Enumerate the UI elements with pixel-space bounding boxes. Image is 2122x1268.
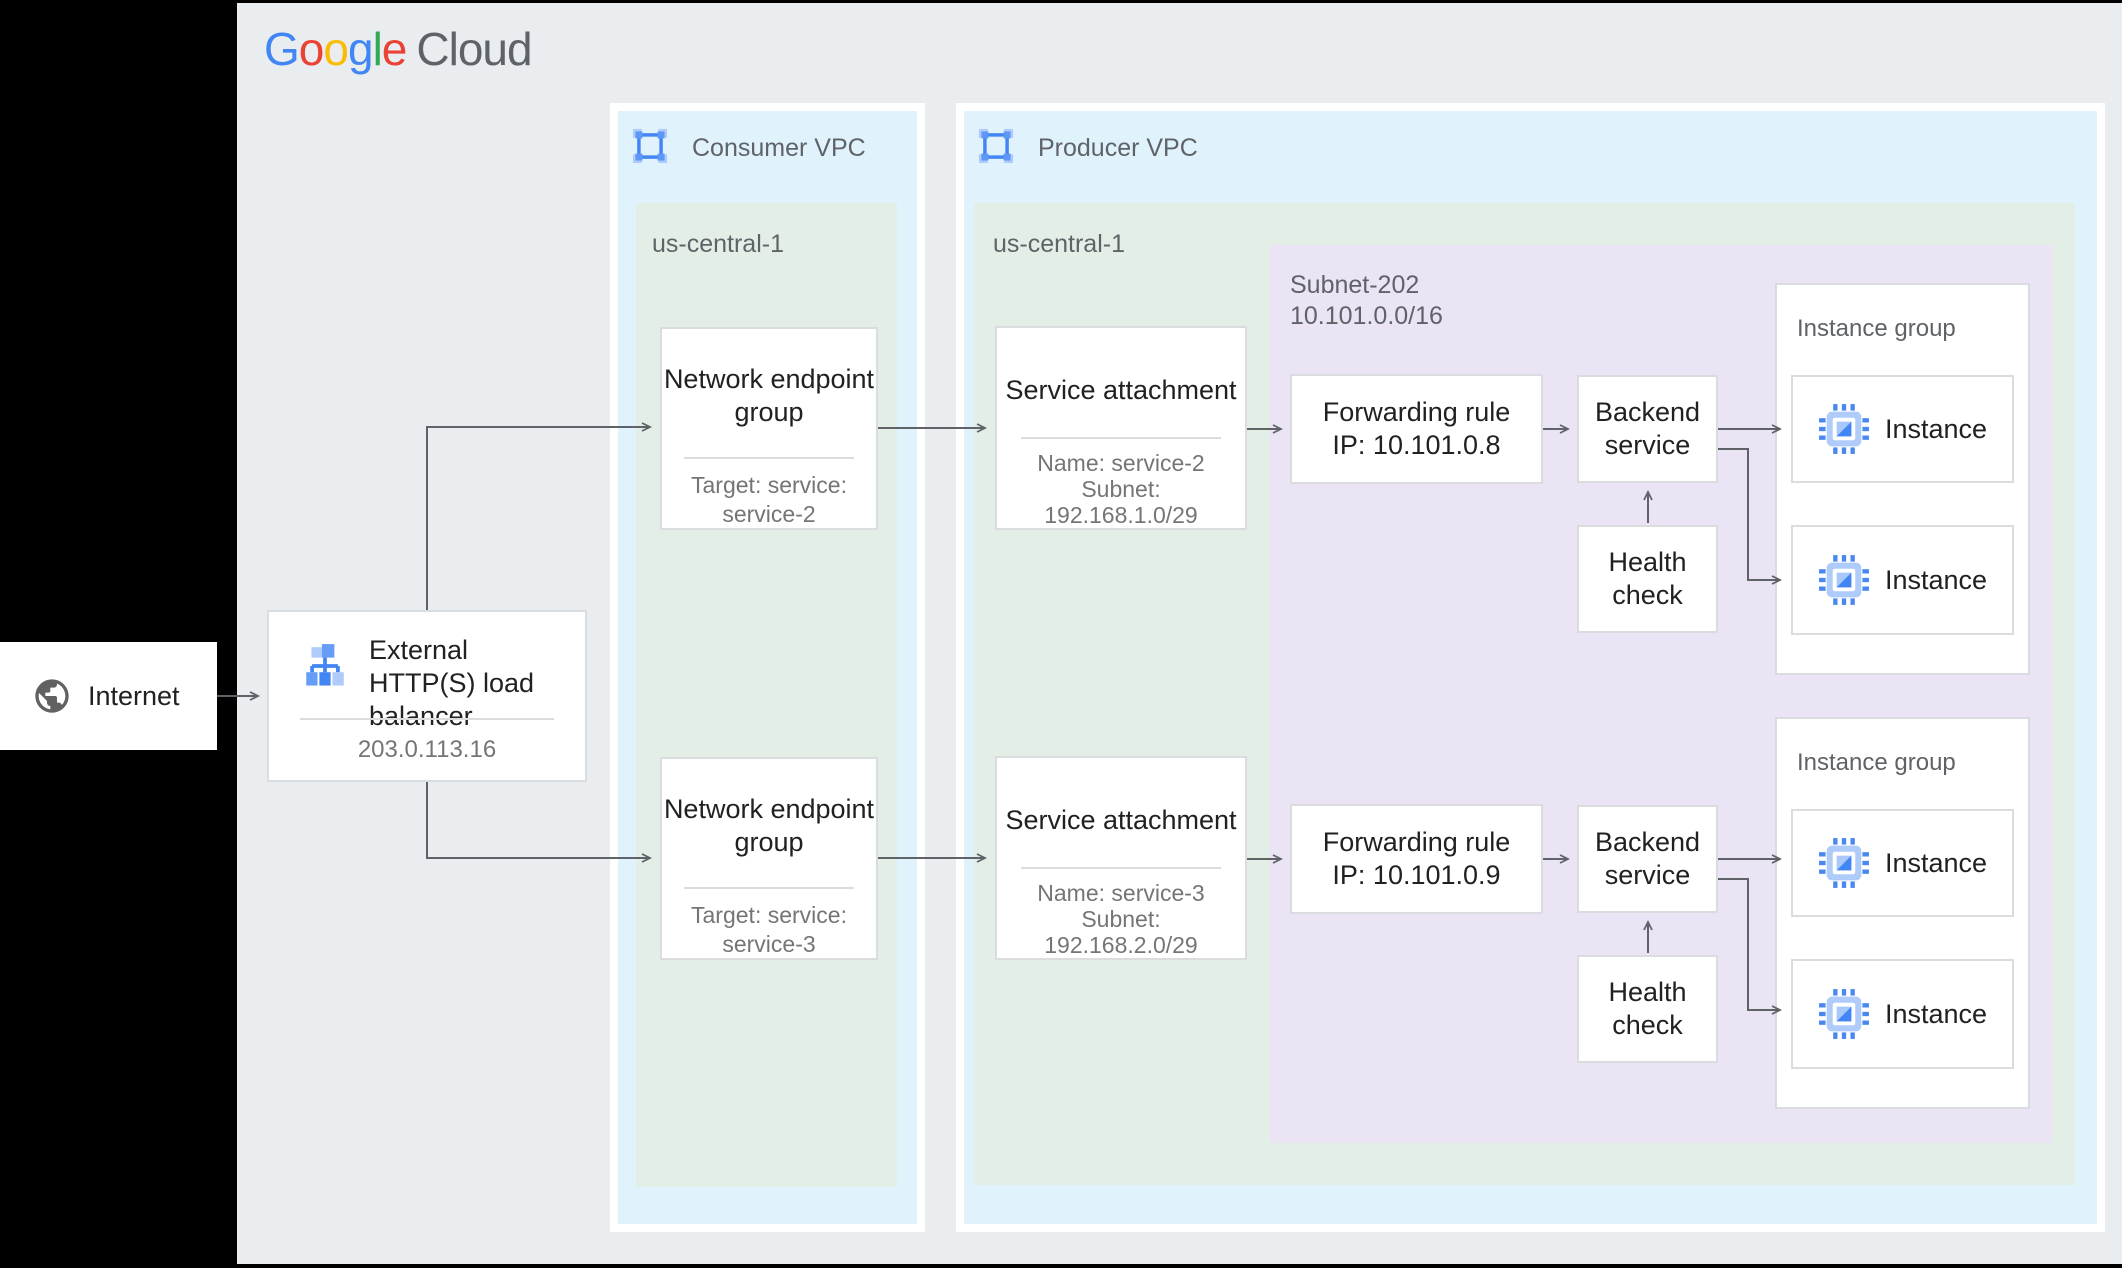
- subnet-name: Subnet-202: [1290, 271, 1420, 299]
- divider: [300, 718, 554, 720]
- sa-subnet-word: Subnet:: [1081, 906, 1161, 932]
- instance-group-2: Instance group Instance: [1775, 717, 2030, 1109]
- backend-service-node-2: Backend service: [1577, 805, 1718, 913]
- health-check-node-2: Health check: [1577, 955, 1718, 1063]
- divider: [684, 457, 854, 459]
- forwarding-rule-title: Forwarding rule: [1322, 827, 1511, 857]
- neg-title: Network endpoint group: [663, 794, 875, 857]
- forwarding-rule-ip: IP: 10.101.0.8: [1332, 430, 1501, 460]
- instance-group-label: Instance group: [1797, 315, 1956, 342]
- service-attachment-details: Name: service-3 Subnet: 192.168.2.0/29: [997, 880, 1245, 958]
- neg-target: Target: service: service-3: [691, 902, 847, 957]
- consumer-vpc-label: Consumer VPC: [692, 134, 866, 162]
- consumer-region-label: us-central-1: [652, 230, 784, 258]
- internet-node: Internet: [0, 642, 217, 750]
- instance-label: Instance: [1884, 998, 1988, 1029]
- instance-node: Instance: [1791, 959, 2014, 1069]
- internet-label: Internet: [88, 680, 180, 711]
- compute-instance-icon: [1819, 404, 1869, 454]
- producer-region-label: us-central-1: [993, 230, 1125, 258]
- backend-service-node-1: Backend service: [1577, 375, 1718, 483]
- forwarding-rule-title: Forwarding rule: [1322, 397, 1511, 427]
- instance-group-label: Instance group: [1797, 749, 1956, 776]
- forwarding-rule-node-1: Forwarding rule IP: 10.101.0.8: [1290, 374, 1543, 484]
- sa-subnet-cidr: 192.168.2.0/29: [1044, 932, 1198, 958]
- backend-service-title: Backend service: [1594, 397, 1701, 460]
- vpc-icon: [978, 128, 1014, 164]
- health-check-title: Health check: [1608, 547, 1687, 610]
- service-attachment-node-2: Service attachment Name: service-3 Subne…: [995, 756, 1247, 960]
- subnet-cidr: 10.101.0.0/16: [1290, 302, 1443, 330]
- service-attachment-details: Name: service-2 Subnet: 192.168.1.0/29: [997, 450, 1245, 528]
- producer-vpc-label: Producer VPC: [1038, 134, 1198, 162]
- instance-label: Instance: [1884, 847, 1988, 878]
- service-attachment-node-1: Service attachment Name: service-2 Subne…: [995, 326, 1247, 530]
- service-attachment-title: Service attachment: [1005, 375, 1237, 405]
- divider: [684, 887, 854, 889]
- instance-label: Instance: [1884, 564, 1988, 595]
- vpc-icon: [632, 128, 668, 164]
- load-balancer-icon: [306, 644, 344, 686]
- logo-letter: G: [264, 23, 300, 75]
- health-check-title: Health check: [1608, 977, 1687, 1040]
- globe-icon: [35, 679, 69, 713]
- sa-subnet-cidr: 192.168.1.0/29: [1044, 502, 1198, 528]
- health-check-node-1: Health check: [1577, 525, 1718, 633]
- external-load-balancer-node: External HTTP(S) load balancer 203.0.113…: [267, 610, 587, 782]
- sa-subnet-word: Subnet:: [1081, 476, 1161, 502]
- subnet-label: Subnet-202 10.101.0.0/16: [1290, 270, 1443, 332]
- logo-letter: o: [323, 23, 349, 75]
- logo-letter: l: [372, 23, 383, 75]
- logo-letter: e: [381, 23, 408, 75]
- divider: [1021, 867, 1221, 869]
- instance-node: Instance: [1791, 375, 2014, 483]
- compute-instance-icon: [1819, 838, 1869, 888]
- instance-label: Instance: [1884, 413, 1988, 444]
- compute-instance-icon: [1819, 555, 1869, 605]
- instance-group-1: Instance group Instance: [1775, 283, 2030, 675]
- divider: [1021, 437, 1221, 439]
- compute-instance-icon: [1819, 989, 1869, 1039]
- load-balancer-title: External HTTP(S) load balancer: [369, 635, 535, 731]
- sa-name: Name: service-2: [1037, 450, 1205, 476]
- logo-cloud-text: Cloud: [416, 23, 532, 75]
- instance-node: Instance: [1791, 809, 2014, 917]
- load-balancer-ip: 203.0.113.16: [357, 736, 497, 763]
- logo-letter: g: [347, 23, 374, 75]
- backend-service-title: Backend service: [1594, 827, 1701, 890]
- sa-name: Name: service-3: [1037, 880, 1205, 906]
- forwarding-rule-node-2: Forwarding rule IP: 10.101.0.9: [1290, 804, 1543, 914]
- service-attachment-title: Service attachment: [1005, 805, 1237, 835]
- neg-title: Network endpoint group: [663, 364, 875, 427]
- instance-node: Instance: [1791, 525, 2014, 635]
- network-endpoint-group-node-1: Network endpoint group Target: service: …: [660, 327, 878, 530]
- logo-letter: o: [298, 23, 325, 75]
- network-endpoint-group-node-2: Network endpoint group Target: service: …: [660, 757, 878, 960]
- forwarding-rule-ip: IP: 10.101.0.9: [1332, 860, 1501, 890]
- neg-target: Target: service: service-2: [691, 472, 847, 527]
